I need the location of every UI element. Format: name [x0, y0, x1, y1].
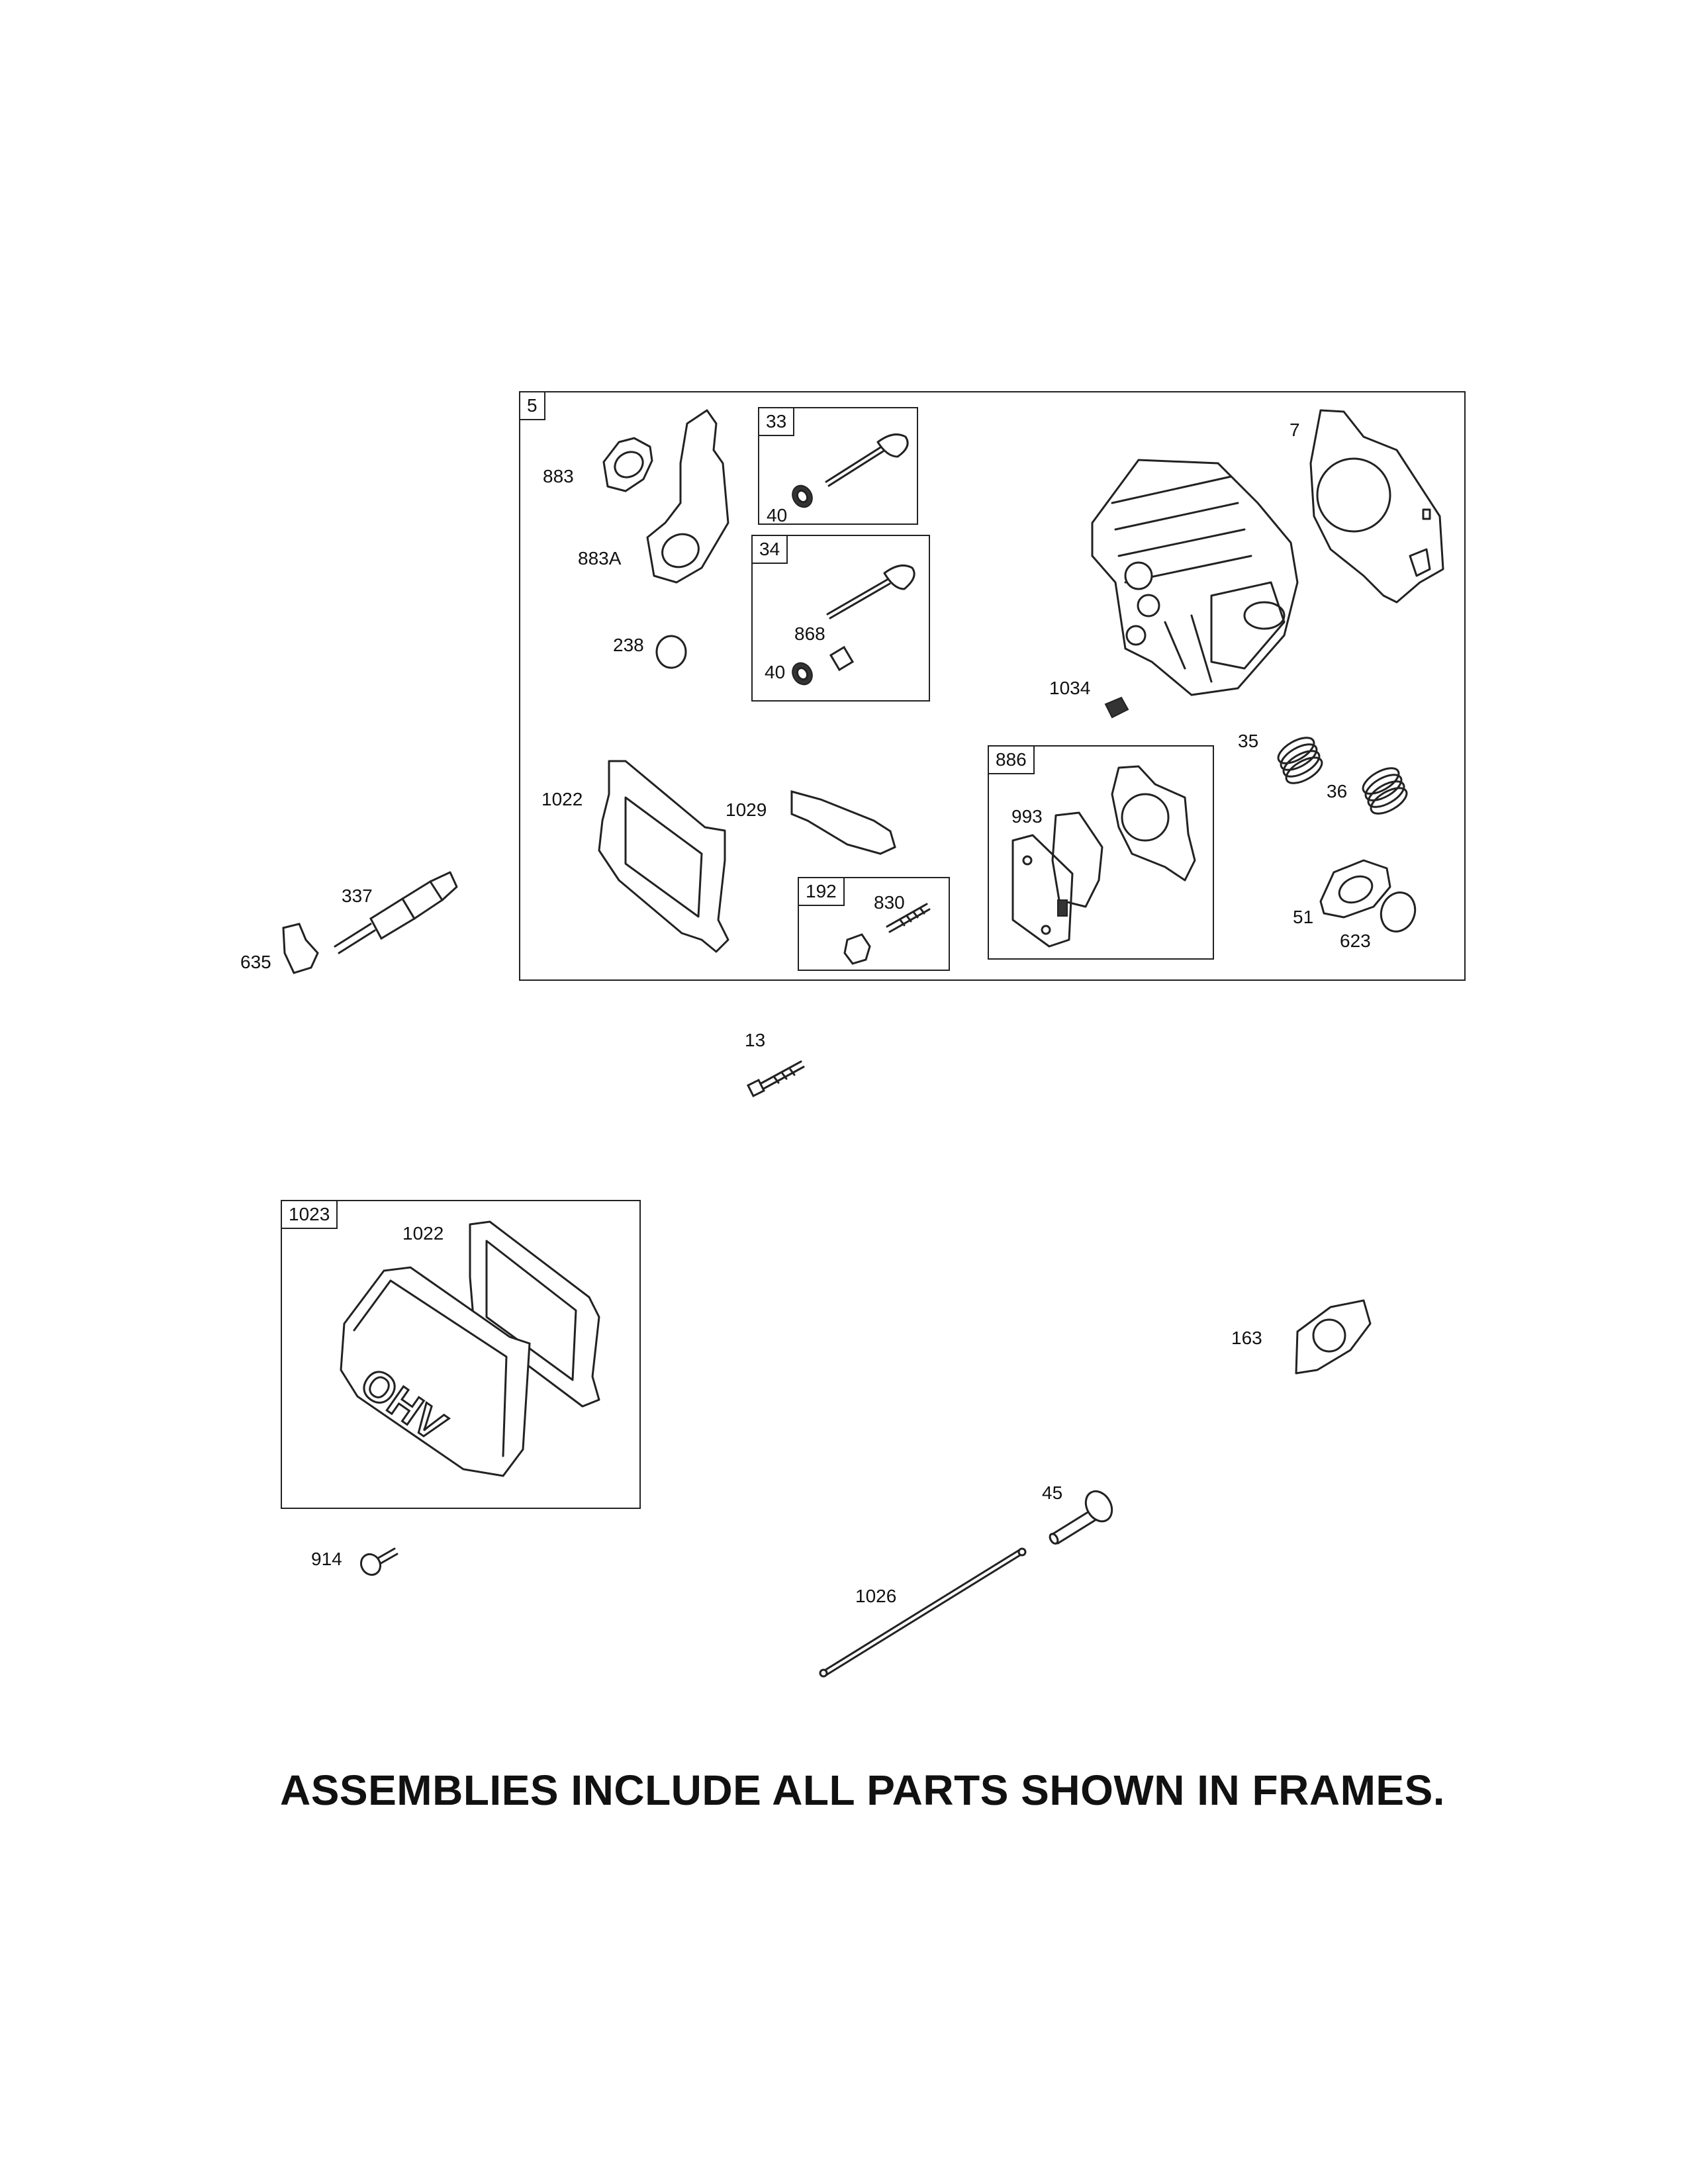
cylinder-head-drawing	[1091, 459, 1299, 696]
valve-spring-36-drawing	[1362, 767, 1408, 815]
stud-830-drawing	[886, 903, 931, 933]
intake-valve-drawing	[792, 564, 915, 686]
spark-plug-drawing	[334, 871, 458, 954]
callout-45: 45	[1042, 1482, 1063, 1503]
assembly-frame-34	[751, 535, 930, 702]
assembly-frame-192	[798, 877, 950, 971]
assembly-frame-5	[519, 391, 1466, 981]
assembly-frame-33	[758, 407, 918, 525]
intake-gasket-drawing	[602, 437, 653, 492]
gasket-set-drawing	[1011, 765, 1196, 948]
callout-993: 993	[1011, 806, 1043, 827]
seal-ring-238-drawing	[655, 635, 687, 669]
breather-valve-drawing	[1104, 696, 1129, 719]
callout-1029: 1029	[726, 799, 767, 820]
carburetor-gasket-drawing	[1295, 1299, 1372, 1375]
screw-914-drawing	[359, 1547, 399, 1576]
callout-51: 51	[1293, 907, 1314, 927]
callout-883: 883	[543, 466, 574, 486]
nut-drawing	[843, 933, 871, 965]
callout-40-frame33: 40	[767, 505, 788, 525]
assemblies-note: ASSEMBLIES INCLUDE ALL PARTS SHOWN IN FR…	[280, 1766, 1446, 1814]
callout-163: 163	[1231, 1328, 1262, 1348]
callout-1026: 1026	[855, 1586, 897, 1606]
head-bolt-drawing	[746, 1060, 805, 1098]
exhaust-gasket-drawing	[1319, 859, 1391, 919]
callout-635: 635	[240, 952, 271, 972]
callout-868: 868	[794, 623, 825, 644]
frame-tag-33: 33	[758, 407, 795, 436]
heat-shield-plate-drawing	[646, 409, 729, 584]
frame-tag-1023: 1023	[281, 1200, 338, 1229]
callout-337: 337	[342, 886, 373, 906]
callout-35: 35	[1238, 731, 1259, 751]
callout-40-frame34: 40	[765, 662, 786, 682]
callout-13: 13	[745, 1030, 766, 1050]
assembly-frame-1023	[281, 1200, 641, 1509]
callout-1022: 1022	[541, 789, 583, 809]
o-ring-623-drawing	[1380, 891, 1417, 933]
head-gasket-drawing	[1309, 409, 1444, 604]
push-rod-drawing	[819, 1547, 1027, 1678]
frame-tag-886: 886	[988, 745, 1035, 774]
callout-238: 238	[613, 635, 644, 655]
tappet-drawing	[1049, 1490, 1113, 1545]
callout-36: 36	[1327, 781, 1348, 801]
callout-1022-frame1023: 1022	[402, 1223, 444, 1244]
exhaust-valve-drawing	[792, 433, 909, 508]
spark-plug-boot-drawing	[282, 923, 319, 974]
frame-tag-5: 5	[519, 391, 545, 420]
callout-1034: 1034	[1049, 678, 1091, 698]
callout-914: 914	[311, 1549, 342, 1569]
assembly-frame-886	[988, 745, 1214, 960]
frame-tag-34: 34	[751, 535, 788, 564]
callout-830: 830	[874, 892, 905, 913]
callout-7: 7	[1289, 420, 1300, 440]
rocker-cover-gasket-drawing	[598, 760, 729, 953]
rocker-arm-drawing	[790, 790, 896, 855]
valve-spring-35-drawing	[1277, 737, 1323, 784]
callout-883A: 883A	[578, 548, 622, 569]
callout-623: 623	[1340, 931, 1371, 951]
frame-tag-192: 192	[798, 877, 845, 906]
rocker-cover-drawing: OHV	[340, 1220, 600, 1477]
